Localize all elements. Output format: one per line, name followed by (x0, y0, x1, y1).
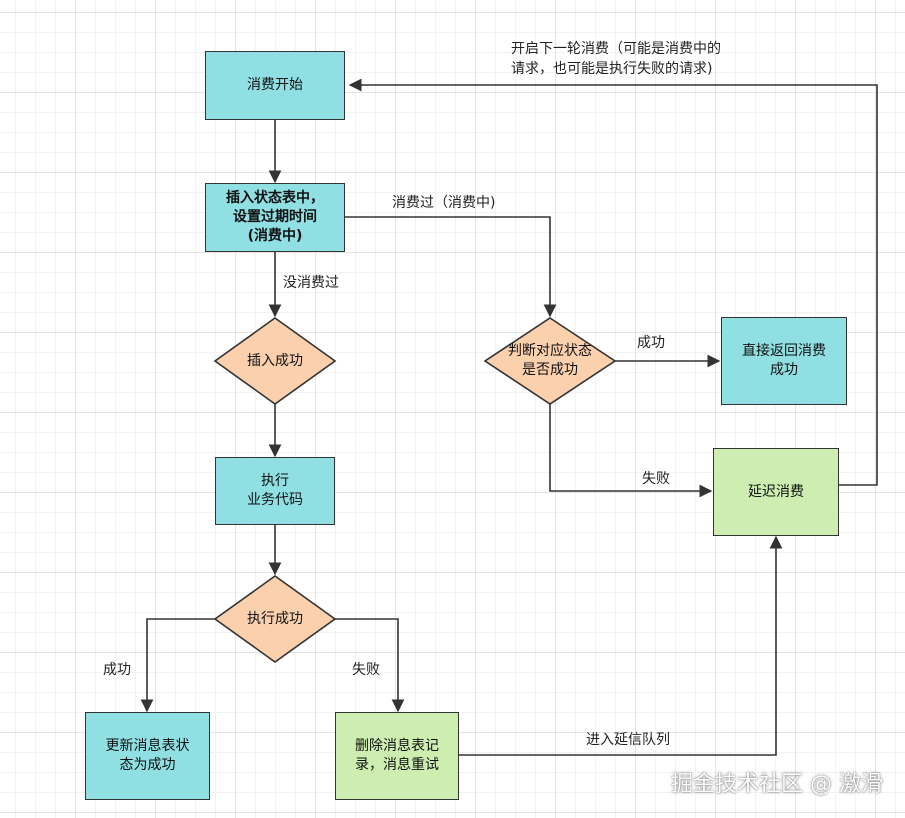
edge-judge-to-delay (549, 404, 713, 498)
edge-label-next-round-1: 开启下一轮消费（可能是消费中的 (511, 41, 721, 57)
node-return-success: 直接返回消费 成功 (721, 317, 847, 405)
node-execute-business: 执行 业务代码 (215, 457, 335, 525)
edge-label-judge-fail: 失败 (642, 471, 670, 487)
edge-delay-to-start (348, 78, 878, 486)
node-insert-status-table: 插入状态表中， 设置过期时间 (消费中) (205, 183, 345, 252)
execute-success-diamond (213, 575, 337, 663)
edge-label-consumed: 消费过（消费中) (392, 195, 496, 211)
edge-label-next-round-2: 请求，也可能是执行失败的请求) (511, 61, 713, 77)
node-consume-start: 消费开始 (205, 51, 345, 120)
watermark: 掘金技术社区 @ 激滑 (671, 772, 883, 797)
node-delete-record-retry: 删除消息表记 录，消息重试 (335, 712, 459, 800)
node-delay-consume: 延迟消费 (713, 448, 839, 536)
edge-label-exec-success: 成功 (103, 662, 131, 678)
label-insert-success: 插入成功 (247, 352, 303, 369)
edge-label-not-consumed: 没消费过 (283, 275, 339, 291)
node-update-status-success: 更新消息表状 态为成功 (85, 712, 210, 800)
edge-exec-success-to-update (140, 618, 215, 713)
label-judge-status: 判断对应状态 是否成功 (508, 343, 592, 378)
label-execute-success: 执行成功 (247, 610, 303, 627)
edge-delete-to-delay (458, 535, 783, 756)
edge-exec-fail-to-delete (335, 618, 405, 713)
edge-insert-to-judge (345, 216, 557, 318)
edge-label-exec-fail: 失败 (352, 662, 380, 678)
edge-label-enter-delay-queue: 进入延信队列 (586, 732, 670, 748)
edge-label-judge-success: 成功 (637, 335, 665, 351)
